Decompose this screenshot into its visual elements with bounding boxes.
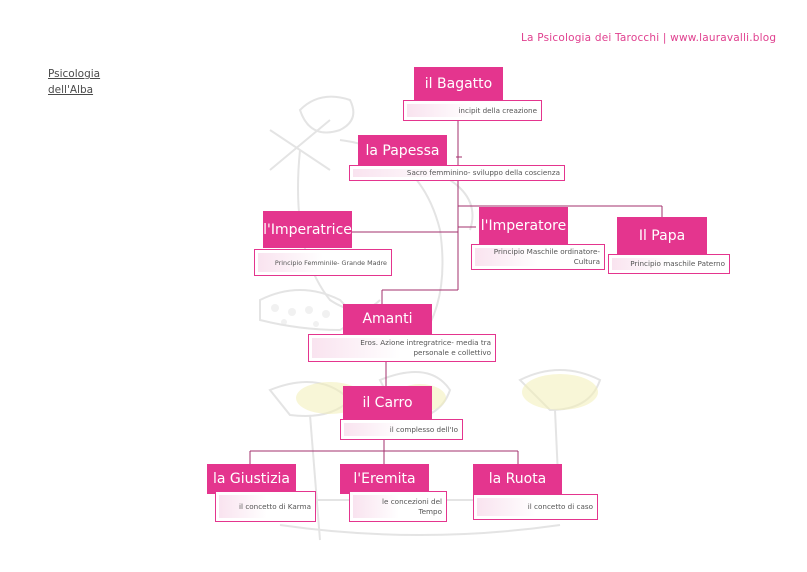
desc-imperatore-line1: Principio Maschile ordinatore- [493, 247, 600, 256]
side-link-line1[interactable]: Psicologia [48, 68, 101, 80]
desc-bagatto: incipit della creazione [403, 100, 542, 121]
desc-amanti-line2: personale e collettivo [413, 348, 491, 357]
node-amanti[interactable]: Amanti [343, 304, 432, 334]
desc-eremita-line1: le concezioni del [382, 496, 442, 506]
desc-eremita-line2: Tempo [418, 506, 442, 516]
node-imperatrice[interactable]: l'Imperatrice [263, 211, 352, 248]
desc-imperatore-line2: Cultura [573, 257, 600, 266]
desc-bagatto-line1: incipit della creazione [458, 105, 537, 115]
node-ruota-title: la Ruota [488, 471, 547, 487]
node-eremita[interactable]: l'Eremita [340, 464, 429, 494]
side-link-psicologia-alba[interactable]: Psicologia dell'Alba [48, 66, 128, 98]
desc-papa-line1: Principio maschile Paterno [630, 259, 725, 268]
node-papa[interactable]: Il Papa [617, 217, 707, 254]
node-carro[interactable]: il Carro [343, 386, 432, 419]
node-giustizia[interactable]: la Giustizia [207, 464, 296, 494]
desc-papessa: Sacro femminino- sviluppo della coscienz… [349, 165, 565, 181]
desc-ruota-line1: il concetto di caso [527, 502, 593, 511]
desc-eremita: le concezioni del Tempo [349, 491, 447, 522]
node-carro-title: il Carro [362, 394, 413, 411]
node-papa-title: Il Papa [638, 227, 686, 244]
desc-giustizia: il concetto di Karma [215, 491, 316, 522]
desc-papessa-line1: Sacro femminino- sviluppo della coscienz… [406, 168, 560, 177]
desc-ruota: il concetto di caso [473, 494, 598, 520]
desc-carro: il complesso dell'Io [340, 419, 463, 440]
node-imperatore[interactable]: l'Imperatore [479, 207, 568, 244]
desc-amanti: Eros. Azione intregratrice- media tra pe… [308, 334, 496, 362]
node-imperatore-title: l'Imperatore [480, 217, 567, 234]
node-bagatto-title: il Bagatto [424, 75, 493, 92]
side-link-line2[interactable]: dell'Alba [48, 84, 94, 96]
node-papessa-title: la Papessa [365, 142, 440, 159]
desc-imperatrice-line1: Principio Femminile- Grande Madre [274, 258, 387, 267]
desc-giustizia-line1: il concetto di Karma [239, 501, 311, 511]
node-papessa[interactable]: la Papessa [358, 135, 447, 166]
site-header: La Psicologia dei Tarocchi | www.laurava… [521, 32, 777, 44]
desc-amanti-line1: Eros. Azione intregratrice- media tra [360, 338, 491, 347]
desc-carro-line1: il complesso dell'Io [389, 424, 458, 434]
node-bagatto[interactable]: il Bagatto [414, 67, 503, 100]
node-imperatrice-title: l'Imperatrice [263, 221, 352, 238]
desc-imperatrice: Principio Femminile- Grande Madre [254, 249, 392, 276]
node-ruota[interactable]: la Ruota [473, 464, 562, 494]
node-amanti-title: Amanti [362, 311, 413, 327]
node-giustizia-title: la Giustizia [212, 471, 291, 487]
node-eremita-title: l'Eremita [353, 471, 416, 487]
desc-imperatore: Principio Maschile ordinatore- Cultura [471, 244, 605, 270]
desc-papa: Principio maschile Paterno [608, 254, 730, 274]
